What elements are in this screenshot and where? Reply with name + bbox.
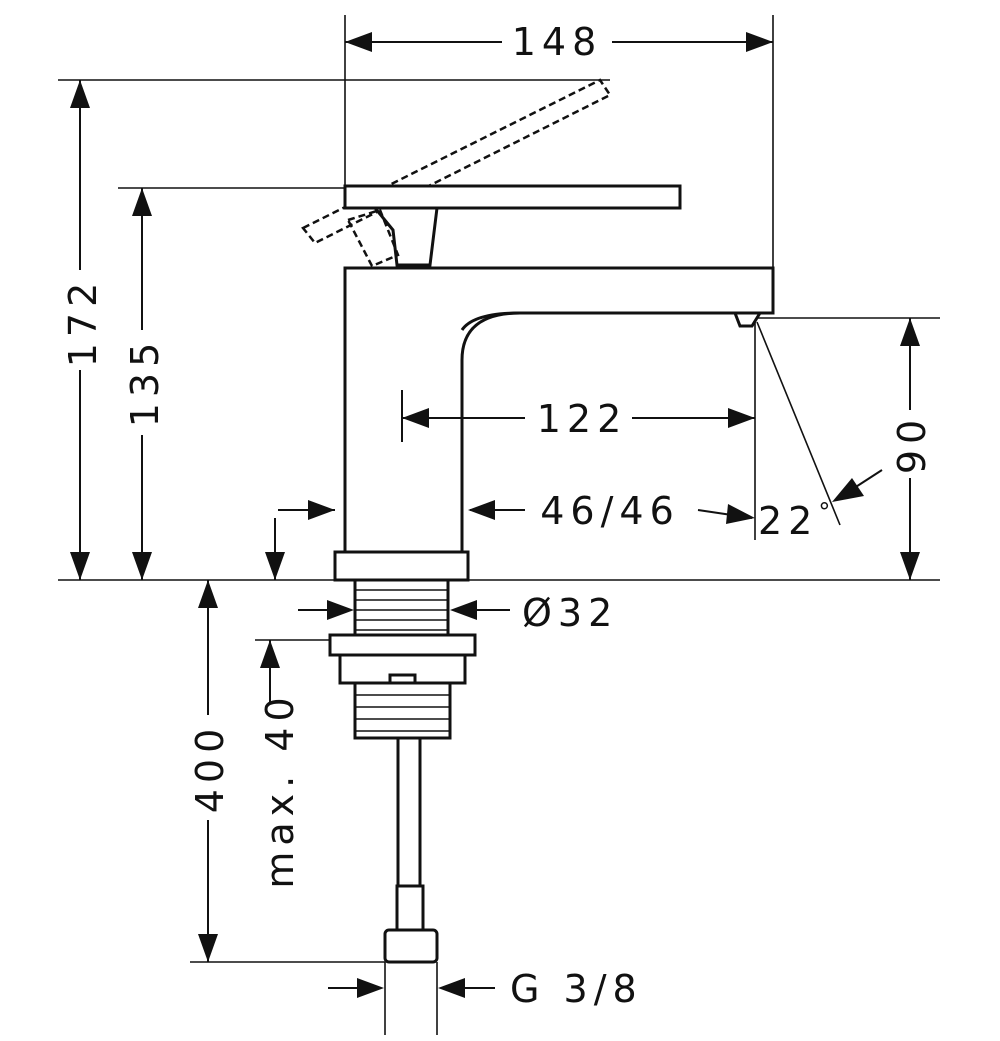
label-max-thickness: max. 40 [258,691,302,888]
arrow-122-left [402,408,429,428]
label-hose-length: 400 [188,723,232,814]
aerator [732,311,763,328]
label-connection-thread: G 3/8 [510,967,643,1011]
label-shank-diameter: Ø32 [522,591,618,635]
arrow-deck-small [265,552,285,580]
spray-angle-line [756,321,841,526]
lever-joint [371,206,439,267]
hose-fitting [395,884,425,932]
arrow-g38-left [357,978,384,998]
label-spout-height: 90 [890,414,934,474]
arrow-148-right [746,32,773,52]
label-spout-reach: 122 [537,397,628,441]
arrow-400-bottom [198,934,218,962]
arrow-angle [832,478,864,502]
extension-lines [58,15,940,1035]
lever-handle [343,184,682,210]
arrow-46-right-outer [726,504,755,524]
faucet-body [301,78,775,582]
flex-hose [396,736,422,888]
arrow-122-right [728,408,755,428]
arrow-400-top [198,580,218,608]
arrow-172-top [70,80,90,108]
spout-curve [460,311,521,331]
lever-joint-raised [346,208,400,268]
label-spray-angle: 22° [758,498,836,543]
dimension-labels: 148 172 135 122 90 46/46 22° Ø32 400 max… [61,20,934,1011]
lever-raised-outline [301,78,612,245]
dimension-lines [70,32,920,998]
label-width-total: 148 [512,20,603,64]
arrow-90-top [900,318,920,346]
label-base-offsets: 46/46 [540,489,680,533]
fixing-plate [328,633,477,657]
mounting-assembly [328,578,477,964]
arrow-g38-right [438,978,465,998]
label-height-total: 172 [61,277,105,368]
base-ring [333,550,470,582]
arrow-46-right-inner [468,500,495,520]
arrow-32-left [327,600,354,620]
arrow-46-left [308,500,335,520]
threaded-shank [353,578,450,637]
lower-shank [353,681,452,740]
thread-lines [355,589,448,631]
label-height-spout-top: 135 [123,337,167,428]
arrow-148-left [345,32,372,52]
arrow-max40-top [260,640,280,668]
arrow-32-right [450,600,477,620]
arrow-90-bottom [900,552,920,580]
lower-thread-lines [355,694,450,732]
hose-nut [383,928,439,964]
arrow-135-top [132,188,152,216]
arrow-135-bottom [132,552,152,580]
arrow-172-bottom [70,552,90,580]
